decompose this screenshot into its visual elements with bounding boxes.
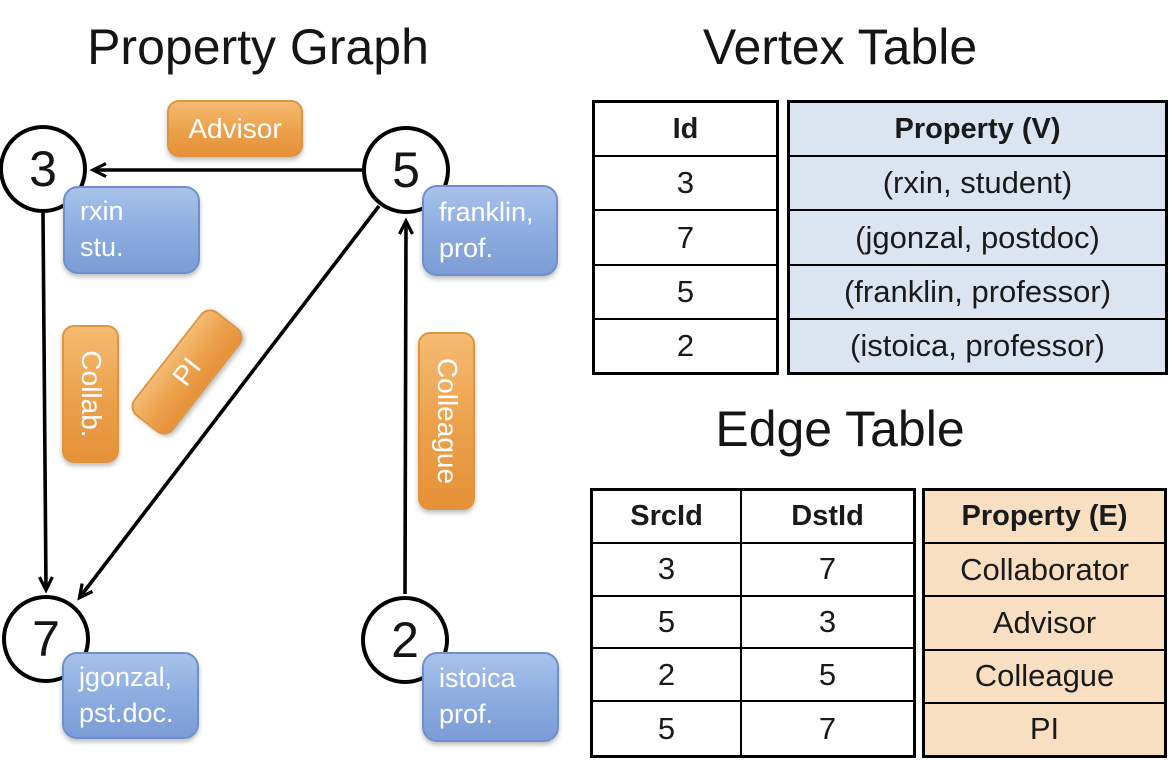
vertex-table-id-header: Id — [595, 103, 776, 158]
vertex-table-id-cell: 5 — [595, 266, 776, 320]
vertex-table-property-column: Property (V) (rxin, student) (jgonzal, p… — [787, 100, 1168, 375]
edge-table-srcid-cell: 2 — [593, 649, 743, 703]
edge-label-colleague-text: Colleague — [431, 357, 463, 485]
edge-table-dstid-header: DstId — [742, 491, 913, 544]
edge-table-dstid-cell: 7 — [742, 544, 913, 597]
vertex-table-property-cell: (istoica, professor) — [850, 327, 1105, 363]
vertex-property-box-5: franklin, prof. — [422, 185, 558, 276]
edge-table-property-cell: Advisor — [925, 597, 1164, 651]
edge-table-dstid-cell: 5 — [742, 649, 913, 703]
edge-arrow-3-to-7 — [37, 212, 54, 594]
vertex-table-id-cell: 3 — [595, 157, 776, 212]
edge-table-property-cell: Collaborator — [925, 544, 1164, 598]
edge-table-srcid-cell: 5 — [593, 702, 743, 755]
edge-label-colleague: Colleague — [418, 332, 475, 510]
vertex-circle-3: 3 — [0, 125, 87, 213]
edge-table-srcid-header: SrcId — [593, 491, 743, 544]
vertex-circle-5: 5 — [362, 126, 450, 214]
edge-label-advisor: Advisor — [167, 100, 303, 157]
vertex-table-property-header: Property (V) — [790, 103, 1165, 158]
vertex-property-box-2: istoica prof. — [422, 652, 559, 742]
edge-label-advisor-text: Advisor — [188, 112, 282, 144]
edge-table-property-column: Property (E) Collaborator Advisor Collea… — [922, 488, 1167, 758]
vertex-table-property-cell: (franklin, professor) — [790, 266, 1165, 320]
vertex-table-id-cell: 7 — [595, 211, 776, 266]
edge-table-property-cell: Colleague — [925, 651, 1164, 704]
edge-table-id-columns: SrcId DstId 3 7 5 3 2 5 5 7 — [590, 488, 916, 758]
edge-arrow-2-to-5 — [398, 217, 414, 595]
edge-table-title: Edge Table — [715, 401, 965, 457]
edge-label-pi-text: PI — [166, 351, 207, 392]
edge-table-srcid-cell: 3 — [593, 543, 743, 597]
vertex-table-id-cell: 2 — [676, 327, 695, 363]
vertex-table-property-cell: (rxin, student) — [790, 157, 1165, 212]
vertex-table-title: Vertex Table — [702, 19, 978, 75]
property-graph-title: Property Graph — [87, 19, 429, 75]
vertex-property-box-7: jgonzal, pst.doc. — [62, 652, 199, 739]
edge-table-property-header: Property (E) — [925, 491, 1164, 545]
edge-table-dstid-cell: 3 — [742, 597, 913, 650]
vertex-property-box-3: rxin stu. — [63, 186, 200, 274]
edge-label-collab: Collab. — [62, 325, 119, 463]
edge-table-property-cell: PI — [1029, 711, 1060, 747]
edge-table-srcid-cell: 5 — [593, 596, 743, 650]
edge-label-collab-text: Collab. — [75, 350, 107, 438]
edge-label-pi: PI — [126, 304, 248, 440]
edge-table-dstid-cell: 7 — [818, 710, 837, 746]
vertex-table-id-column: Id 3 7 5 2 — [592, 100, 779, 375]
vertex-table-property-cell: (jgonzal, postdoc) — [790, 211, 1165, 266]
